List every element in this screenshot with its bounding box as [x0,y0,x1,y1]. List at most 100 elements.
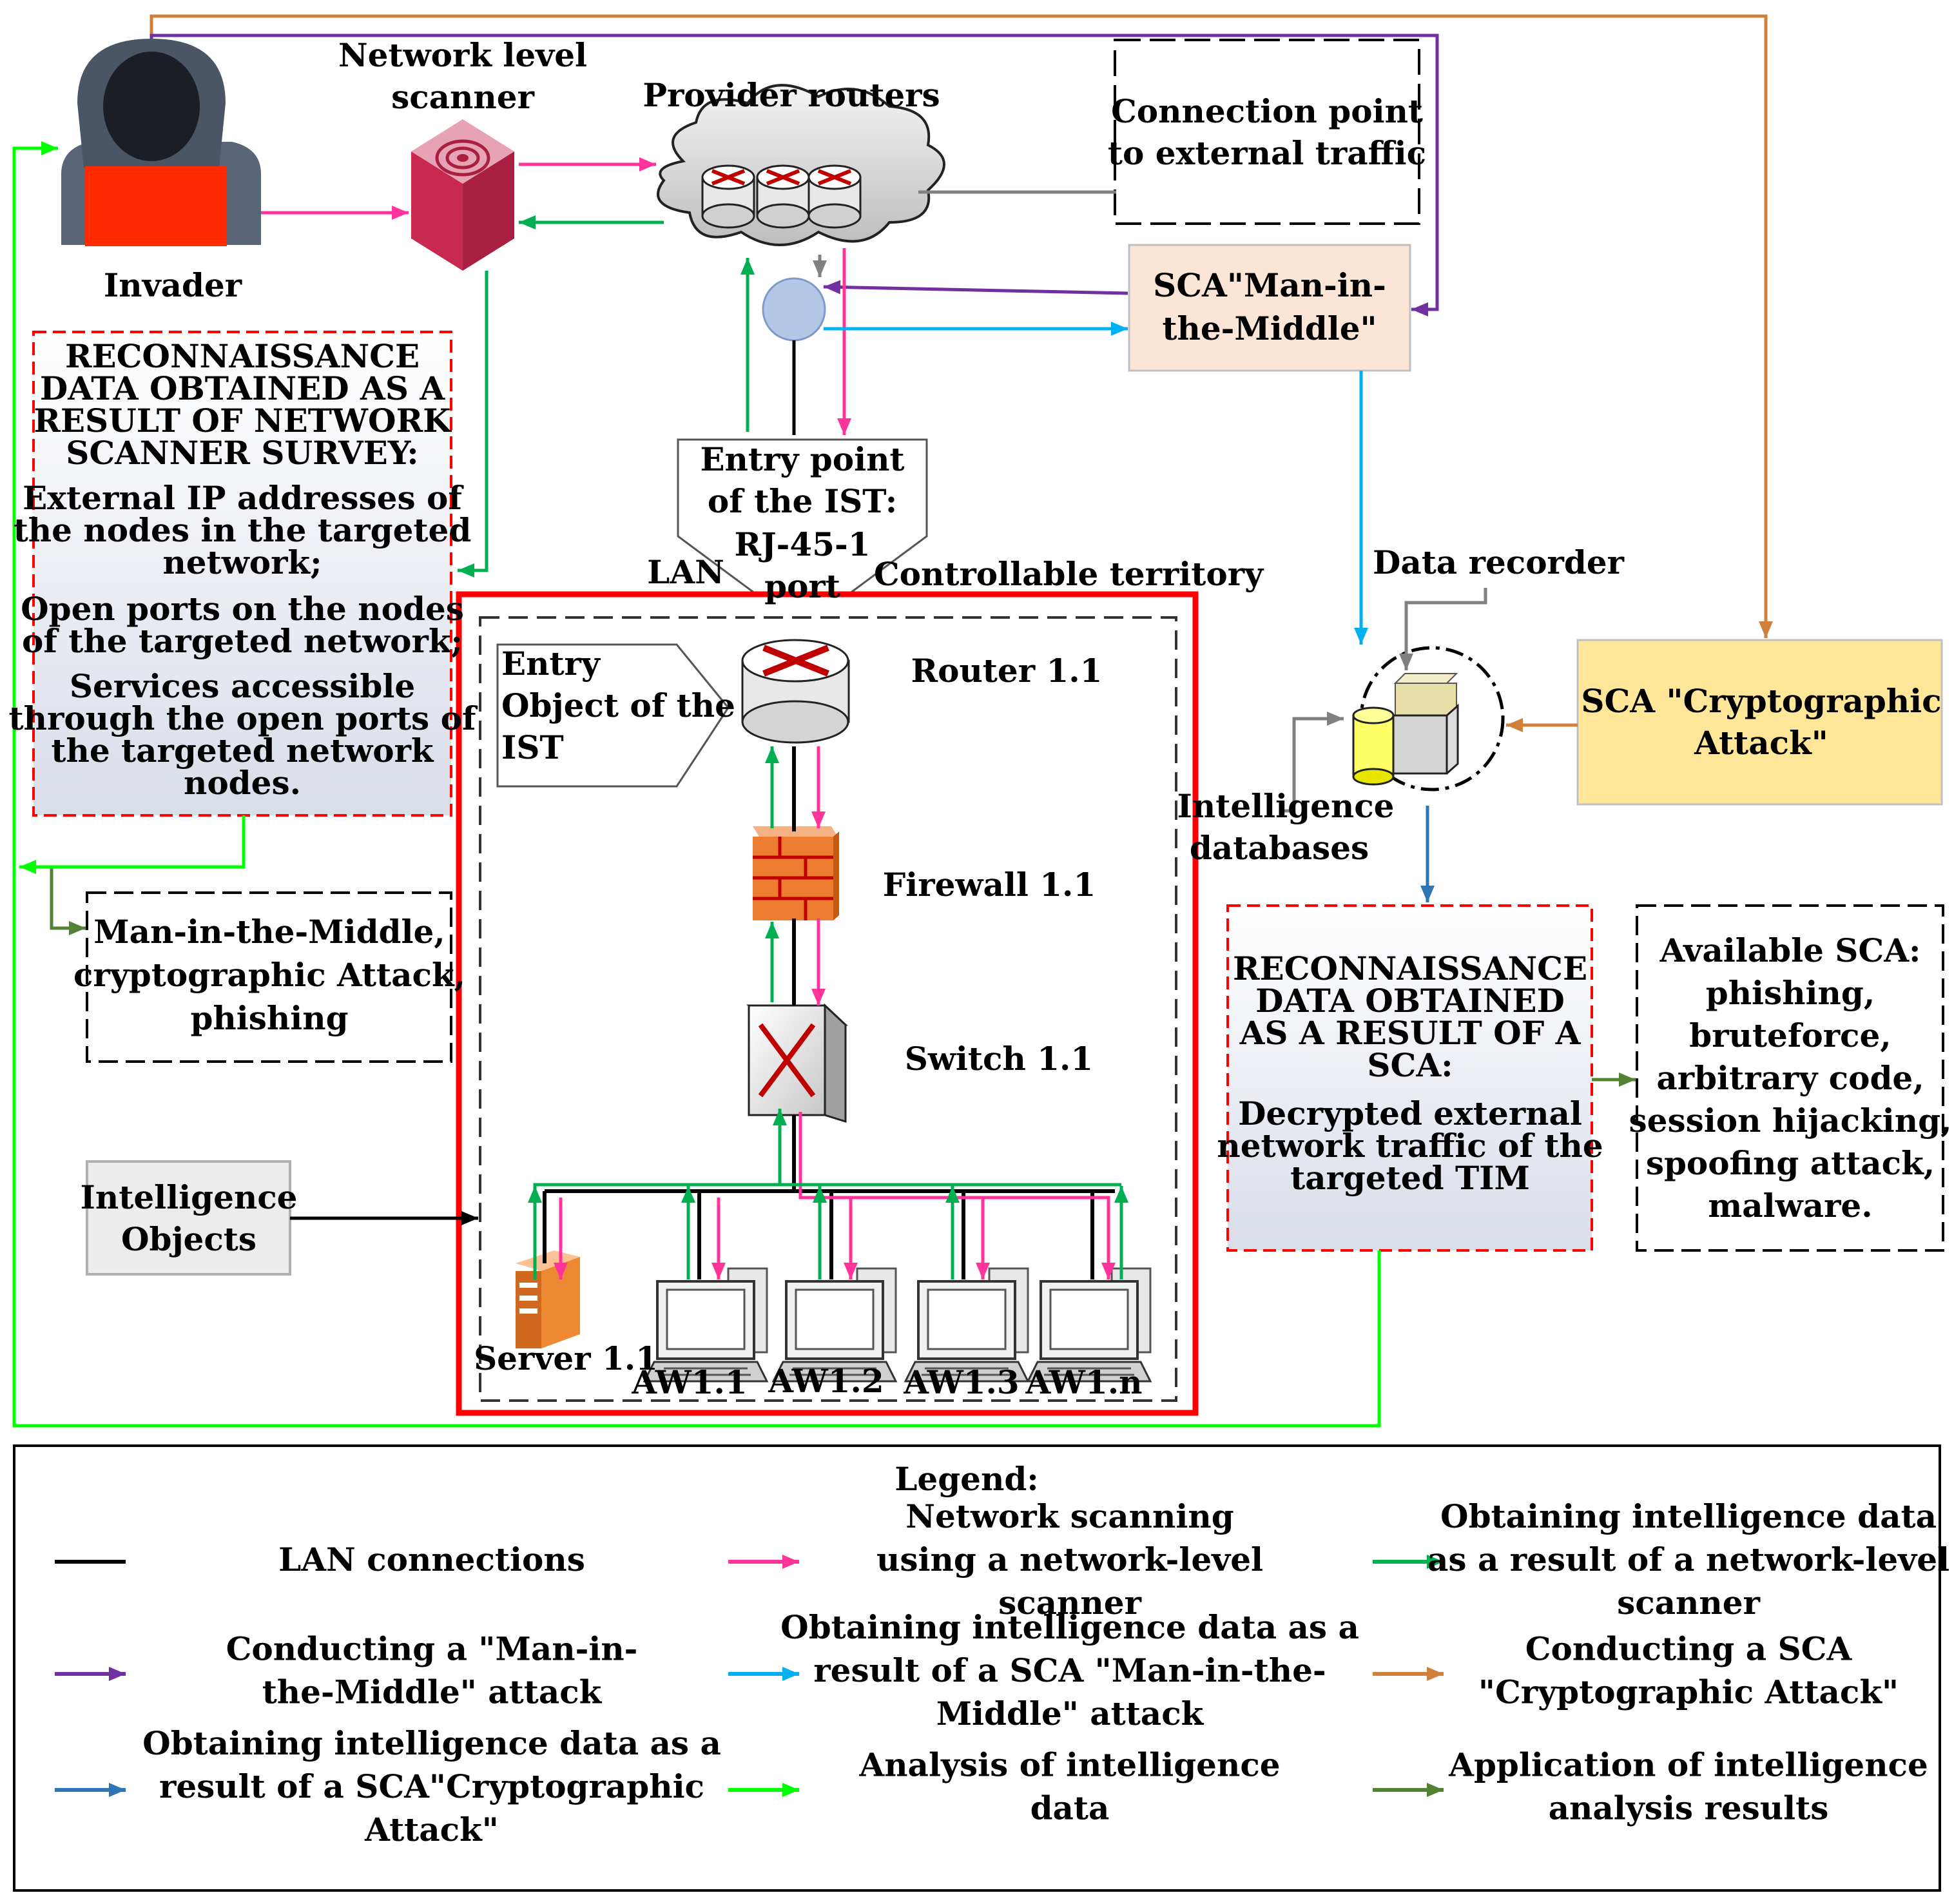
connector-analysis-loop [12,146,1381,1428]
firewall-icon [753,826,839,920]
provider-routers-label: Provider routers [643,76,940,114]
connector-mitm [150,34,1439,311]
sca-crypto-label-2: Attack" [1694,724,1828,762]
available-sca-box [1636,904,1944,1252]
sca-crypto-label-1: SCA "Cryptographic [1581,682,1941,720]
workstation-label-3: AW1.3 [903,1363,1019,1401]
legend-label-4-1: result of a SCA "Man-in-the- [813,1651,1326,1689]
switch-label: Switch 1.1 [905,1040,1093,1078]
available-sca-label-2: phishing, [1706,974,1875,1012]
legend-label-8-1: analysis results [1549,1789,1829,1827]
entry-point-shape [677,438,928,630]
legend-label-6-2: scanner [1617,1584,1761,1622]
router-icon [701,164,755,229]
connection-point-box [1114,39,1420,225]
legend-label-1-1: the-Middle" attack [262,1673,603,1711]
scanner-label-2: scanner [391,78,535,116]
legend-label-5-1: data [1030,1789,1110,1827]
router-icon [808,164,862,229]
firewall-label: Firewall 1.1 [883,866,1096,904]
connector-analysis-scanner [19,815,246,869]
workstation-label-4: AW1.n [1025,1363,1142,1401]
legend-label-6-1: as a result of a network-level [1427,1540,1949,1579]
attack-options-label-1: Man-in-the-Middle, [93,913,445,951]
recon-scanner-item-3-1: Services accessible [70,667,415,705]
router-label: Router 1.1 [911,652,1103,690]
connectors [12,14,1773,1428]
provider-router-icons [701,164,862,229]
attack-options-box [86,891,452,1063]
recon-scanner-heading-3: RESULT OF NETWORK [34,402,452,440]
available-sca-label-1: Available SCA: [1659,931,1921,969]
attack-options-label-2: cryptographic Attack, [73,956,465,994]
legend-label-2-0: Obtaining intelligence data as a [142,1724,721,1762]
available-sca-label-7: malware. [1708,1187,1872,1225]
legend-label-5-0: Analysis of intelligence [858,1746,1280,1784]
intelligence-objects-label-1: Intelligence [80,1178,297,1216]
recon-sca-heading-1: RECONNAISSANCE [1233,949,1587,987]
recon-scanner-item-3-2: through the open ports of [9,699,478,737]
entry-point-label-3: RJ-45-1 [734,525,870,563]
legend-label-0-0: LAN connections [278,1540,585,1579]
legend-title: Legend: [895,1460,1039,1498]
legend-label-4-2: Middle" attack [936,1695,1204,1733]
recon-sca-body-2: network traffic of the [1217,1127,1603,1165]
entry-point-label-2: of the IST: [708,482,897,520]
data-recorder-icon [1352,673,1459,786]
recon-scanner-item-1-2: the nodes in the targeted [14,511,472,549]
recon-sca-heading-4: SCA: [1367,1046,1453,1084]
entry-object-shape [496,643,730,788]
recon-scanner-item-3-3: the targeted network [51,732,434,770]
controllable-territory-label: Controllable territory [874,555,1264,593]
server-icon [516,1250,580,1348]
workstation-label-2: AW1.2 [768,1362,884,1400]
invader-label: Invader [104,266,242,304]
legend-box [13,1444,1941,1892]
workstation-label-1: AW1.1 [631,1363,747,1401]
switch-icon [746,1003,848,1123]
recon-scanner-heading-2: DATA OBTAINED AS A [40,369,445,407]
lan-label: LAN [647,553,724,591]
recon-scanner-item-2-2: of the targeted network; [22,622,463,660]
recon-sca-body-3: targeted TIM [1290,1159,1530,1197]
connector-data-recorder [1404,588,1487,670]
recon-sca-box [1226,904,1593,1252]
legend-label-3-1: using a network-level [876,1540,1263,1579]
invader-icon [61,39,261,246]
available-sca-label-6: spoofing attack, [1646,1144,1935,1182]
legend-label-2-1: result of a SCA"Cryptographic [159,1767,704,1805]
recon-scanner-item-1-3: network; [162,543,322,581]
router-1-1-icon [741,639,850,744]
entry-point-label-4: port [764,567,840,605]
sca-crypto-box [1576,639,1943,806]
recon-sca-body-1: Decrypted external [1238,1094,1582,1132]
legend-label-7-1: "Cryptographic Attack" [1478,1673,1899,1711]
legend-label-4-0: Obtaining intelligence data as a [780,1608,1359,1646]
intelligence-databases-label-1: Intelligence [1177,787,1394,825]
server-label: Server 1.1 [474,1339,658,1377]
available-sca-label-4: arbitrary code, [1656,1059,1924,1097]
workstation-icon [1026,1267,1152,1383]
intelligence-objects-label-2: Objects [121,1220,256,1258]
legend-label-3-0: Network scanning [905,1497,1233,1535]
workstation-icon [771,1267,898,1383]
recon-scanner-heading-1: RECONNAISSANCE [65,337,420,375]
recon-scanner-heading-4: SCANNER SURVEY: [66,434,419,472]
available-sca-label-3: bruteforce, [1689,1016,1891,1054]
intelligence-databases-label-2: databases [1190,829,1369,867]
scanner-label-1: Network level [338,36,587,74]
connector-intelligence-databases [1282,717,1344,813]
attack-options-label-3: phishing [190,999,348,1037]
connector-mitm-tap [823,285,1128,295]
recon-sca-heading-2: DATA OBTAINED [1255,982,1565,1020]
legend-label-7-0: Conducting a SCA [1525,1630,1853,1668]
sca-mitm-label-2: the-Middle" [1162,309,1377,347]
sca-mitm-label-1: SCA"Man-in- [1153,266,1386,304]
legend-label-2-2: Attack" [364,1811,499,1849]
intelligence-objects-box [86,1160,291,1276]
tap-node [762,277,826,342]
connection-point-label-2: to external traffic [1108,134,1426,172]
entry-object-label-1: Entry [501,645,601,683]
